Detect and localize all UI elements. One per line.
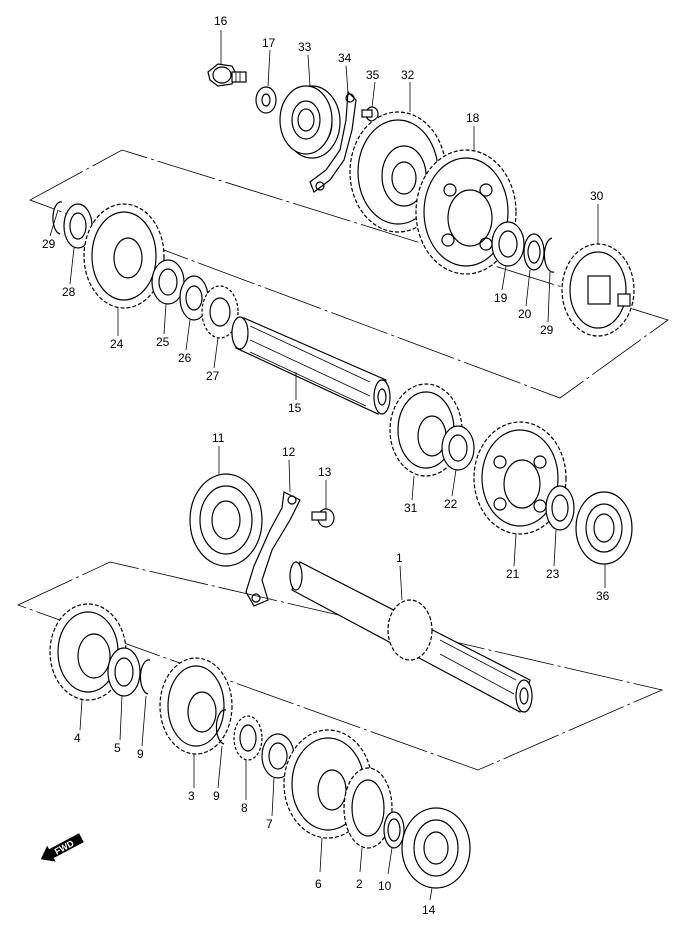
- callout-31: 31: [404, 501, 418, 515]
- callout-30: 30: [590, 189, 604, 203]
- callout-20: 20: [518, 307, 532, 321]
- callout-23: 23: [546, 567, 560, 581]
- callout-36: 36: [596, 589, 610, 603]
- part-29b-circlip: [543, 237, 555, 273]
- part-26-lock-washer: [179, 275, 209, 321]
- callout-10: 10: [378, 879, 392, 893]
- part-15-shaft: [231, 316, 391, 415]
- callout-29b: 29: [540, 323, 554, 337]
- part-5-bushing: [107, 647, 141, 697]
- part-24-gear: [83, 203, 165, 309]
- callout-14: 14: [422, 903, 436, 917]
- callout-29a: 29: [42, 237, 56, 251]
- part-27-splined-washer: [201, 285, 239, 339]
- part-19-bushing: [491, 221, 525, 267]
- part-34-retainer-plate: [309, 90, 357, 193]
- part-23-washer: [545, 485, 575, 531]
- callout-17: 17: [262, 36, 276, 50]
- part-20-washer: [523, 233, 545, 271]
- callout-12: 12: [282, 445, 296, 459]
- callout-11: 11: [212, 431, 225, 445]
- callout-3: 3: [188, 789, 195, 803]
- part-11-bearing: [189, 473, 263, 567]
- callout-5: 5: [114, 741, 121, 755]
- callout-18: 18: [466, 111, 480, 125]
- part-10-washer: [383, 811, 405, 849]
- callout-9b: 9: [213, 789, 220, 803]
- leader-lines: [49, 30, 606, 901]
- part-9a-circlip: [139, 659, 151, 695]
- callout-21: 21: [506, 567, 520, 581]
- callout-22: 22: [444, 497, 458, 511]
- callout-27: 27: [206, 369, 220, 383]
- part-18-gear: [415, 149, 517, 275]
- callout-28: 28: [62, 285, 76, 299]
- callout-35: 35: [366, 68, 380, 82]
- callout-26: 26: [178, 351, 192, 365]
- part-1-main-shaft: [289, 561, 533, 713]
- part-8-splined-washer: [233, 715, 263, 761]
- callout-1: 1: [396, 551, 403, 565]
- callout-34: 34: [338, 51, 352, 65]
- part-21-gear: [473, 421, 567, 535]
- callout-4: 4: [74, 731, 81, 745]
- callout-8: 8: [241, 801, 248, 815]
- part-16-bolt: [207, 63, 247, 87]
- part-30-gear: [561, 243, 635, 337]
- callout-33: 33: [298, 40, 312, 54]
- part-14-bearing: [401, 807, 471, 889]
- part-29a-circlip: [52, 201, 63, 235]
- part-33-bearing: [279, 85, 341, 159]
- part-3-gear: [159, 657, 233, 755]
- part-2-gear: [343, 767, 393, 849]
- callout-7: 7: [266, 817, 273, 831]
- callout-16: 16: [214, 14, 228, 28]
- callout-24: 24: [110, 337, 124, 351]
- callout-25: 25: [156, 335, 170, 349]
- part-17-washer: [255, 86, 277, 114]
- callout-2: 2: [356, 877, 363, 891]
- part-25-bushing: [151, 259, 185, 305]
- callout-19: 19: [494, 291, 508, 305]
- callout-13: 13: [318, 465, 332, 479]
- part-22-bushing: [441, 425, 475, 471]
- lower-assembly-boundary: [16, 561, 664, 771]
- upper-assembly-boundary: [29, 149, 669, 399]
- callout-6: 6: [315, 877, 322, 891]
- fwd-arrow-icon: FWD: [40, 833, 84, 862]
- part-12-retainer-plate: [245, 491, 301, 607]
- callout-15: 15: [288, 401, 302, 415]
- callout-9a: 9: [137, 747, 144, 761]
- part-13-screw: [311, 508, 335, 528]
- part-9b-circlip: [215, 709, 227, 745]
- callout-labels: 16 17 33 34 35 32 18 30 29 28 24 25 26 2…: [42, 14, 610, 917]
- part-36-bearing: [575, 491, 633, 565]
- callout-32: 32: [401, 68, 415, 82]
